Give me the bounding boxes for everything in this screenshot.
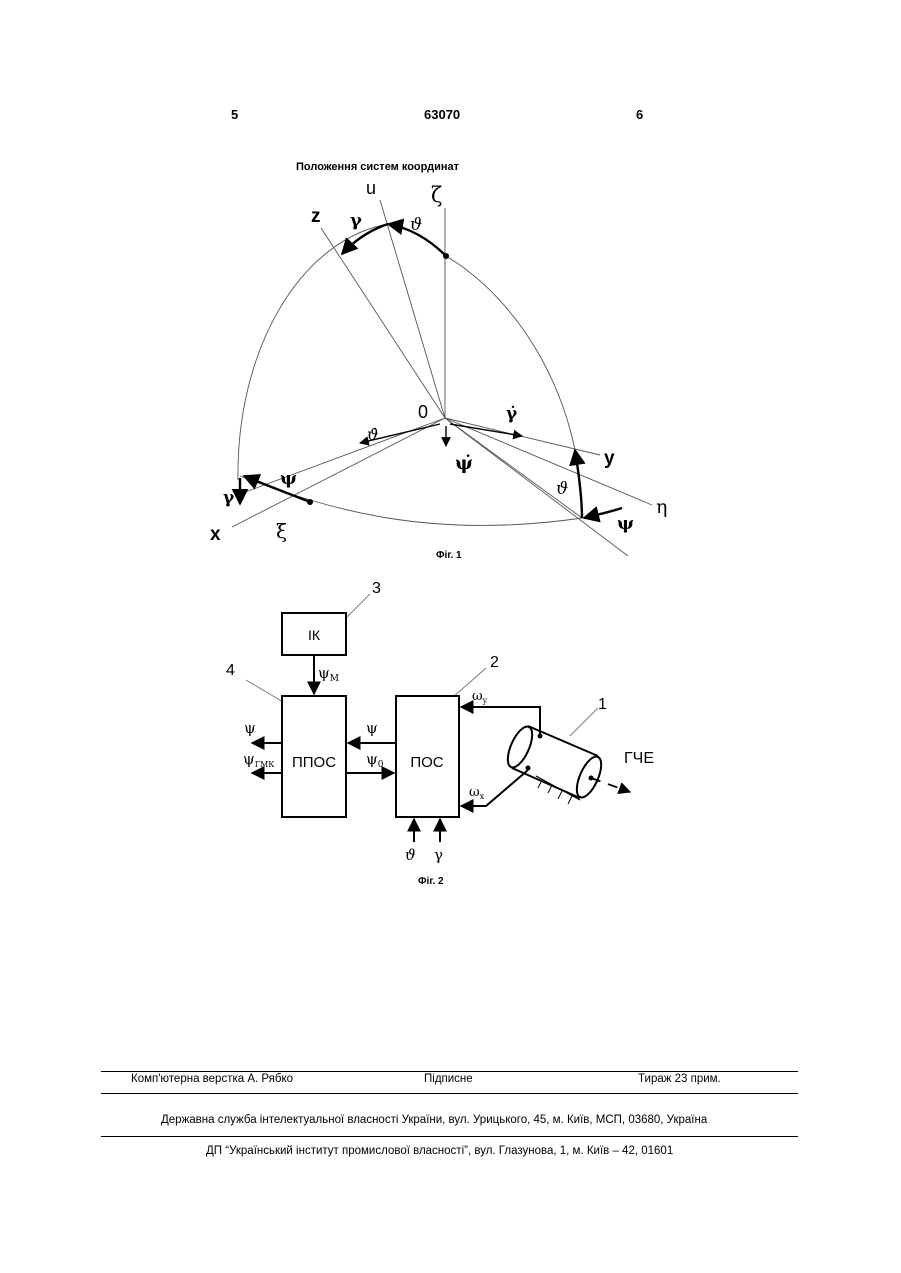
signal-omega-y: ωy (472, 689, 488, 705)
signal-psi-m: ψM (318, 664, 339, 684)
block-ik-label: ІК (308, 627, 321, 643)
figure-2: 3 4 2 1 ІК ППОС ПОС (226, 580, 654, 887)
footer-circulation: Тираж 23 прим. (638, 1073, 721, 1085)
signal-theta-in: ϑ (405, 846, 416, 864)
footer-signed: Підписне (424, 1073, 473, 1085)
signal-gamma-in: γ (434, 846, 443, 864)
signal-psi-out: ψ (244, 719, 256, 737)
label-z: z (311, 206, 321, 227)
ref-number-1: 1 (598, 696, 607, 713)
label-gamma-dot: γ̇ (506, 404, 518, 424)
signal-omega-x: ωx (469, 785, 485, 801)
label-gamma-left: γ (223, 488, 235, 508)
label-psi-dot: ψ̇ (455, 452, 473, 474)
fig2-caption: Фіг. 2 (418, 876, 444, 887)
label-psi-right: ψ (617, 513, 634, 534)
gyro-sensor (503, 723, 630, 804)
leader-3 (344, 594, 370, 620)
block-ppos-label: ППОС (292, 754, 336, 771)
ref-number-3: 3 (372, 580, 381, 597)
block-pos-label: ПОС (410, 754, 443, 771)
footer-institute: ДП “Український інститут промислової вла… (206, 1145, 673, 1157)
gamma-arc-top (342, 224, 388, 254)
point-zeta (443, 253, 449, 259)
fig1-title: Положення систем координат (296, 161, 460, 173)
label-zeta: ζ (431, 183, 442, 207)
footer-agency: Державна служба інтелектуальної власност… (161, 1114, 707, 1126)
label-u: u (366, 178, 376, 198)
label-theta-right: ϑ (556, 479, 568, 499)
label-eta: η (656, 496, 667, 518)
label-y: y (604, 448, 615, 469)
ref-number-2: 2 (490, 654, 499, 671)
footer-layout: Комп'ютерна верстка А. Рябко (131, 1073, 293, 1085)
ref-number-4: 4 (226, 662, 235, 679)
signal-psi-gmk: ψГМК (243, 750, 275, 769)
axis-x (232, 418, 445, 527)
footer-rule-2 (101, 1093, 798, 1094)
leader-1 (570, 708, 598, 736)
label-x: x (210, 524, 221, 545)
theta-arc-right (575, 450, 582, 518)
axis-y (445, 418, 600, 455)
label-origin: 0 (418, 402, 428, 422)
signal-psi-mid: ψ (366, 719, 378, 737)
axis-eta-2 (445, 418, 628, 556)
axis-z (321, 228, 445, 418)
point-xi (307, 499, 313, 505)
label-psi-left: ψ (280, 468, 297, 489)
gche-label: ГЧЕ (624, 750, 654, 767)
fig1-caption: Фіг. 1 (436, 550, 462, 561)
label-theta-dot: ϑ̇ (367, 425, 378, 444)
label-theta-top: ϑ (410, 215, 422, 235)
footer-rule-1 (101, 1071, 798, 1072)
signal-psi-0: ψ0 (366, 750, 384, 770)
axis-eta (445, 418, 652, 505)
label-gamma-top: γ (350, 210, 362, 231)
footer-rule-3 (101, 1136, 798, 1137)
label-xi: ξ (276, 519, 287, 543)
figure-1: Положення систем координат u ζ (210, 161, 667, 561)
